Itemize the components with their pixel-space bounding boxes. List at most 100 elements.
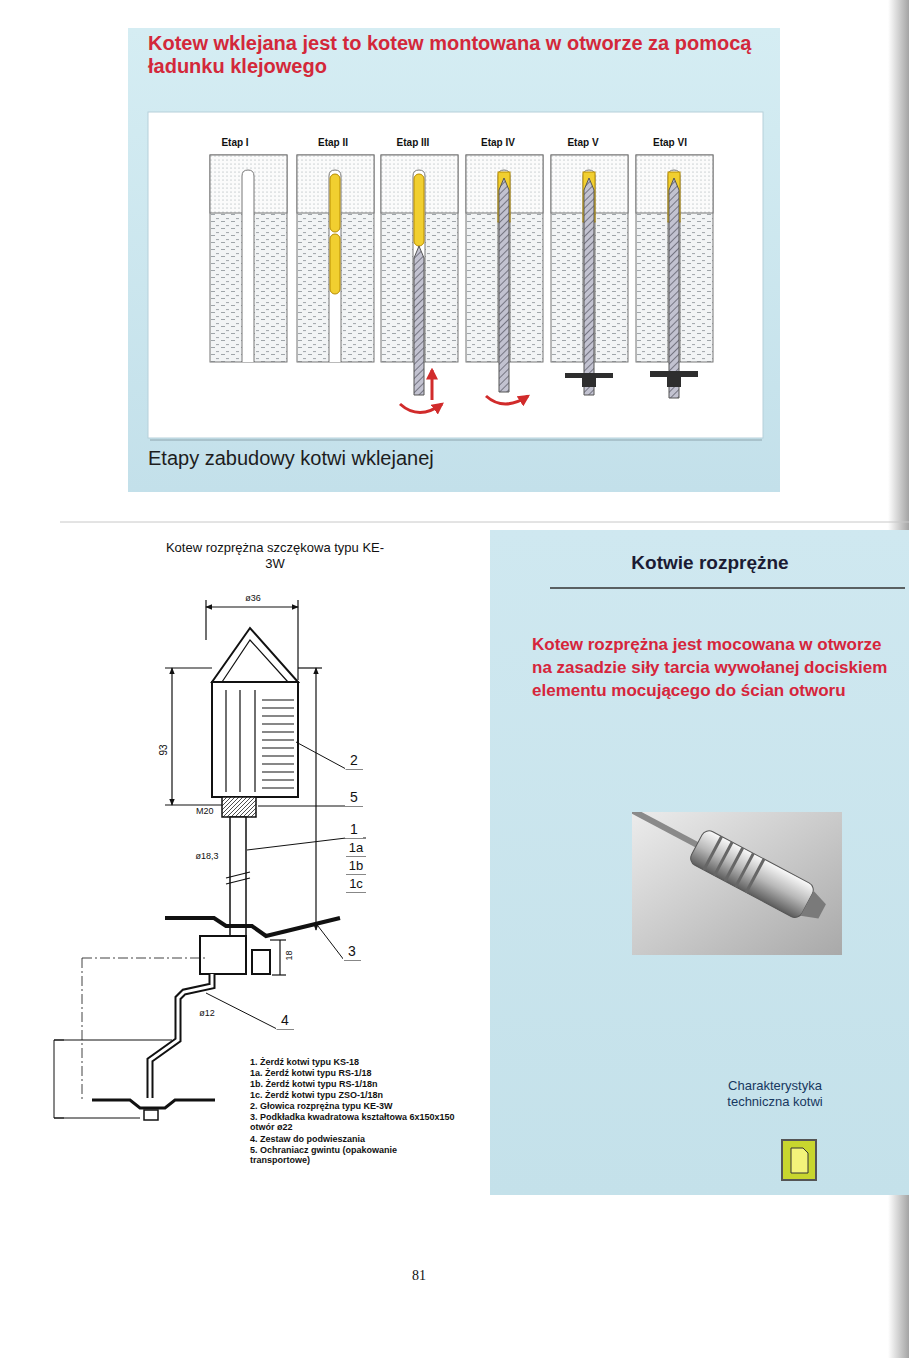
parts-list-item: 1c. Żerdź kotwi typu ZSO-1/18n xyxy=(250,1090,485,1100)
parts-list-item: 1b. Żerdź kotwi typu RS-1/18n xyxy=(250,1079,485,1089)
illustration-part xyxy=(128,28,780,492)
illustration-part xyxy=(150,974,212,1098)
illustration-part xyxy=(632,812,831,928)
illustration-part xyxy=(550,587,905,589)
link-text: Charakterystyka techniczna kotwi xyxy=(705,1078,845,1109)
illustration-part xyxy=(252,950,270,974)
slide-heading: Kotwie rozprężne xyxy=(530,552,890,575)
slide-background xyxy=(128,28,780,492)
illustration-part xyxy=(92,1100,215,1108)
slide-caption: Etapy zabudowy kotwi wklejanej xyxy=(148,446,768,470)
illustration-part xyxy=(165,918,340,936)
illustration-part xyxy=(330,234,340,294)
illustration-part xyxy=(431,370,434,400)
technical-drawing xyxy=(54,600,366,1120)
illustration-part xyxy=(262,700,294,788)
parts-list-item: 2. Głowica rozprężna typu KE-3W xyxy=(250,1101,485,1111)
illustration-part xyxy=(791,1148,808,1173)
dimension-label: 93 xyxy=(158,738,170,762)
link-button: Charakterystyka techniczna kotwi xyxy=(705,1078,845,1183)
parts-list-item: 5. Ochraniacz gwintu (opakowanie transpo… xyxy=(250,1145,400,1166)
illustration-part xyxy=(632,812,701,849)
illustration-part xyxy=(632,812,831,928)
illustration-part xyxy=(210,155,287,362)
stage-label: Etap II xyxy=(303,137,363,149)
parts-list-item: 4. Zestaw do podwieszania xyxy=(250,1134,485,1144)
illustration-part xyxy=(490,530,909,1195)
illustration-part xyxy=(270,939,286,940)
dimension-label: M20 xyxy=(196,806,220,817)
illustration-part xyxy=(499,178,509,392)
illustration-part xyxy=(669,178,679,398)
illustration-part xyxy=(212,628,298,682)
illustration-part xyxy=(801,891,829,924)
illustration-part xyxy=(330,174,340,232)
dimension-label: ø12 xyxy=(195,1008,219,1019)
callout-number: 1a xyxy=(345,840,367,856)
illustration-part xyxy=(226,690,255,792)
illustration-part xyxy=(329,170,341,362)
illustration-part xyxy=(315,668,316,930)
illustration-part xyxy=(144,1110,158,1120)
callout-number: 1c xyxy=(345,876,367,892)
parts-list-item: 1. Żerdź kotwi typu KS-18 xyxy=(250,1057,485,1067)
illustration-part xyxy=(222,640,288,682)
illustration-part xyxy=(277,769,366,1029)
illustration-part xyxy=(414,246,424,395)
anchor-photo xyxy=(598,780,842,955)
illustration-part xyxy=(584,178,594,395)
illustration-part xyxy=(226,872,250,884)
slide-panel: Kotwie rozprężneKotew rozprężna jest moc… xyxy=(490,530,909,1195)
slide-panel: Kotew wklejana jest to kotew montowana w… xyxy=(128,28,780,492)
illustration-part xyxy=(400,370,528,413)
illustration-part xyxy=(414,178,679,398)
illustration-part xyxy=(688,828,816,920)
illustration-part xyxy=(206,742,346,1029)
illustration-part xyxy=(298,667,322,668)
stage-label: Etap III xyxy=(383,137,443,149)
slide-title: Kotew wklejana jest to kotew montowana w… xyxy=(148,32,780,78)
illustration-part xyxy=(82,958,205,1100)
callout-number: 2 xyxy=(345,752,363,769)
drawing-title: Kotew rozprężna szczękowa typu KE-3W xyxy=(160,540,390,571)
illustration-part xyxy=(206,606,298,607)
illustration-part xyxy=(414,174,424,246)
illustration-part xyxy=(150,440,762,441)
dimension-label: ø36 xyxy=(238,593,268,604)
stage-label: Etap VI xyxy=(640,137,700,149)
illustration-part xyxy=(242,170,254,362)
illustration-part xyxy=(212,682,298,797)
anchor-stages xyxy=(210,155,713,413)
callout-number: 1 xyxy=(345,821,363,838)
slide-text: Kotew rozprężna jest mocowana w otworze … xyxy=(532,634,892,703)
parts-list-item: 1a. Żerdź kotwi typu RS-1/18 xyxy=(250,1068,485,1078)
illustration-part xyxy=(297,155,374,362)
illustration-part xyxy=(171,668,172,805)
illustration-part xyxy=(782,1140,816,1180)
callout-number: 4 xyxy=(276,1012,294,1029)
illustration-part xyxy=(632,812,842,955)
dimension-label: ø18,3 xyxy=(187,851,227,862)
stage-label: Etap I xyxy=(205,137,265,149)
illustration-part xyxy=(242,170,680,362)
illustration-part xyxy=(272,974,286,975)
stage-label: Etap IV xyxy=(468,137,528,149)
illustration-part xyxy=(486,396,528,404)
illustration-part xyxy=(565,373,613,378)
callout-number: 5 xyxy=(345,789,363,806)
illustration-part xyxy=(650,371,698,377)
illustration-part xyxy=(279,940,280,975)
illustration-part xyxy=(200,936,246,974)
parts-list-item: 3. Podkładka kwadratowa kształtowa 6x150… xyxy=(250,1112,480,1133)
illustration-part xyxy=(205,600,206,640)
illustration-part xyxy=(565,371,698,387)
document-icon xyxy=(782,1140,816,1180)
illustration-part xyxy=(54,1040,172,1118)
callout-number: 3 xyxy=(343,943,361,960)
page-number: 81 xyxy=(399,1268,439,1285)
dimension-label: 18 xyxy=(284,945,295,965)
illustration-part xyxy=(150,974,212,1098)
